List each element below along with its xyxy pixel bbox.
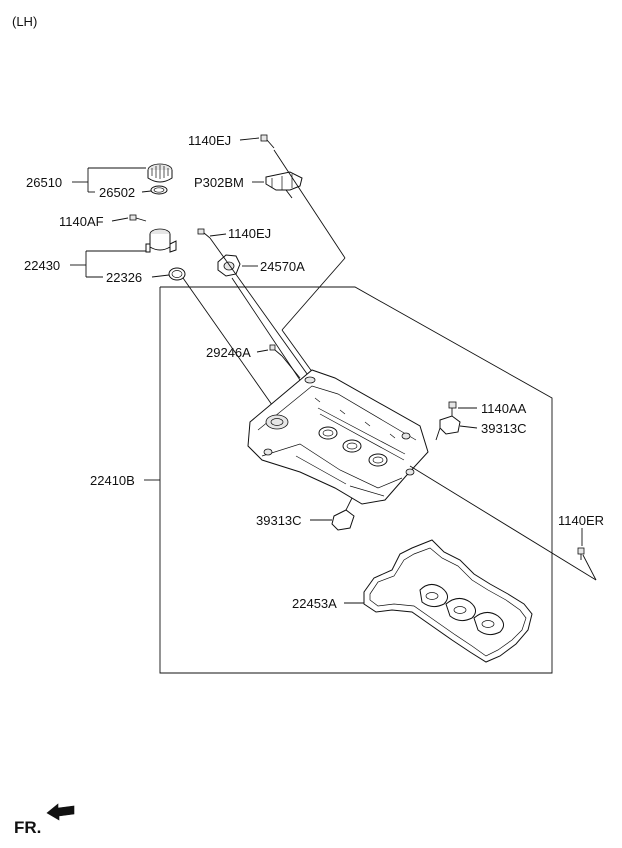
callout-22326[interactable]: 22326 xyxy=(106,270,142,285)
filler-cap-seal-ring[interactable] xyxy=(150,185,168,195)
callout-39313c-right[interactable]: 39313C xyxy=(481,421,527,436)
head-cover-gasket[interactable] xyxy=(363,539,533,663)
callout-29246a[interactable]: 29246A xyxy=(206,345,251,360)
cam-position-sensor-right[interactable] xyxy=(435,415,461,441)
bolt-1140aa[interactable] xyxy=(448,401,457,416)
bolt-1140af[interactable] xyxy=(129,214,147,222)
callout-26502[interactable]: 26502 xyxy=(99,185,135,200)
callout-22453a[interactable]: 22453A xyxy=(292,596,337,611)
callout-lines-cover xyxy=(144,465,597,581)
callout-lines-mid xyxy=(209,233,321,396)
front-direction-label: FR. xyxy=(14,818,41,837)
bolt-1140er[interactable] xyxy=(577,547,585,560)
callout-22410b[interactable]: 22410B xyxy=(90,473,135,488)
bolt-1140ej-mid[interactable] xyxy=(197,228,211,239)
callout-p302bm[interactable]: P302BM xyxy=(194,175,244,190)
assembly-frame xyxy=(159,286,553,674)
bracket-p302bm[interactable] xyxy=(265,171,303,199)
pcv-valve-24570a[interactable] xyxy=(217,254,241,277)
callout-1140er[interactable]: 1140ER xyxy=(558,513,604,528)
stud-29246a[interactable] xyxy=(269,344,283,357)
callout-1140ej-mid[interactable]: 1140EJ xyxy=(228,226,271,241)
filler-neck-gasket[interactable] xyxy=(168,267,186,281)
front-direction-arrow-icon xyxy=(46,803,75,821)
callout-24570a[interactable]: 24570A xyxy=(260,259,305,274)
callout-1140af[interactable]: 1140AF xyxy=(59,214,104,229)
callout-22430[interactable]: 22430 xyxy=(24,258,60,273)
cam-position-sensor-left[interactable] xyxy=(331,497,355,531)
callout-26510[interactable]: 26510 xyxy=(26,175,62,190)
bolt-1140ej-top[interactable] xyxy=(260,134,275,149)
callout-lines-29246a xyxy=(256,349,301,379)
callout-1140ej-top[interactable]: 1140EJ xyxy=(188,133,231,148)
callout-lines-cap-group xyxy=(70,167,278,413)
cylinder-head-cover[interactable] xyxy=(247,369,429,505)
oil-filler-neck[interactable] xyxy=(145,228,177,253)
oil-filler-cap[interactable] xyxy=(147,163,173,183)
variant-label: (LH) xyxy=(12,14,37,29)
callout-39313c-left[interactable]: 39313C xyxy=(256,513,302,528)
callout-lines-right-sensor xyxy=(458,407,478,429)
callout-1140aa[interactable]: 1140AA xyxy=(481,401,527,416)
